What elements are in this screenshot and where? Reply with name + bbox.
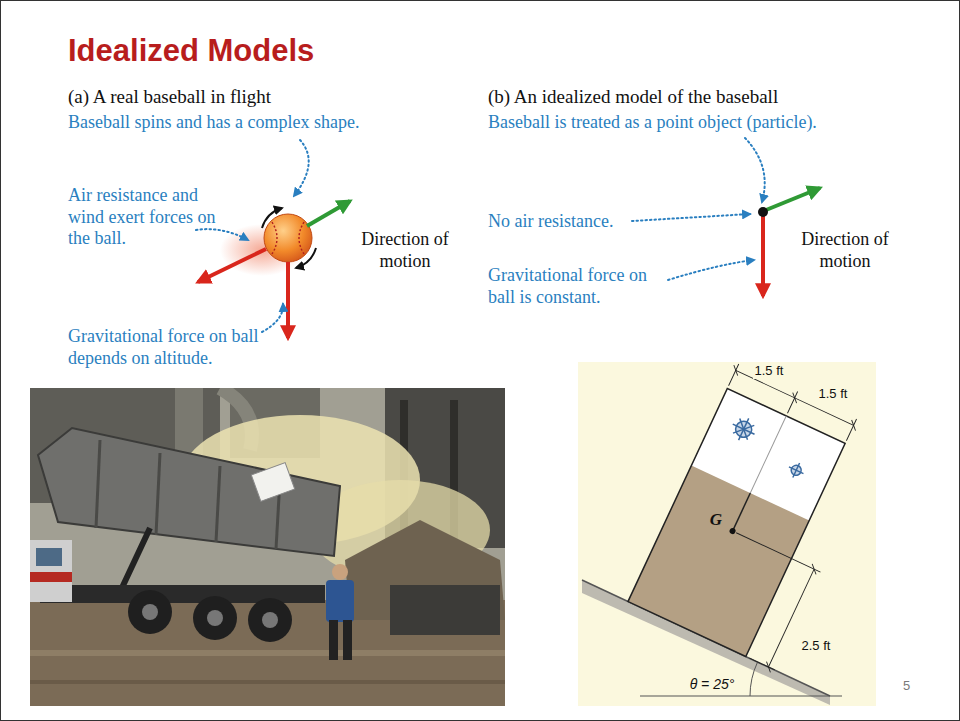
dimension-label: 1.5 ft: [817, 386, 850, 402]
motion-label: Direction of motion: [350, 229, 460, 272]
dump-truck-photo: [30, 388, 505, 706]
callout-note: Baseball is treated as a point object (p…: [488, 112, 817, 134]
callout-note: No air resistance.: [488, 211, 613, 233]
angle-label: θ = 25°: [688, 676, 737, 693]
callout-note: Air resistance and wind exert forces on …: [68, 185, 220, 250]
motion-label: Direction of motion: [790, 229, 900, 272]
real-baseball: [198, 201, 350, 338]
callout-note: Gravitational force on ball is constant.: [488, 265, 653, 308]
crate-on-incline: [578, 362, 886, 706]
page-number: 5: [903, 678, 910, 694]
dimension-label: 1.5 ft: [753, 363, 786, 379]
panel-heading: (a) A real baseball in flight: [68, 86, 271, 109]
panel-heading: (b) An idealized model of the baseball: [488, 86, 778, 109]
callout-note: Gravitational force on ball depends on a…: [68, 326, 293, 369]
callout-note: Baseball spins and has a complex shape.: [68, 112, 359, 134]
slide-title: Idealized Models: [68, 32, 314, 69]
leader-lines: [196, 138, 765, 332]
center-of-gravity-label: G: [710, 510, 722, 530]
dimension-label: 2.5 ft: [800, 638, 833, 654]
